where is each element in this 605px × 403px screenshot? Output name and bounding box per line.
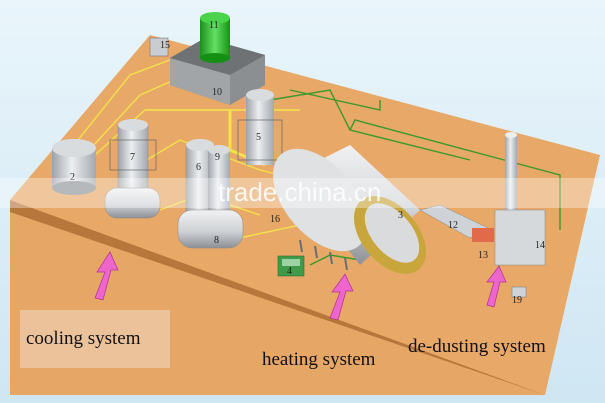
control-box-4: 4 [277, 255, 305, 277]
cooling-label-box [20, 310, 170, 368]
watermark-text: trade.china.cn [218, 177, 381, 207]
svg-text:4: 4 [287, 266, 292, 277]
svg-text:16: 16 [270, 214, 280, 225]
svg-text:14: 14 [535, 240, 545, 251]
svg-text:3: 3 [398, 210, 403, 221]
horizontal-tank-left [104, 187, 161, 219]
cyclone-13: 13 [472, 228, 494, 261]
unit-19: 19 [511, 286, 527, 306]
floor-edge [10, 200, 545, 395]
svg-text:2: 2 [70, 172, 75, 183]
oil-tank-8: 8 [177, 209, 244, 249]
cooling-system-label: cooling system [26, 328, 141, 349]
de-dusting-system-label: de-dusting system [408, 336, 546, 357]
svg-text:9: 9 [215, 152, 220, 163]
floor-front-face [10, 212, 545, 395]
reactor-3: 3 16 [270, 145, 427, 274]
svg-text:19: 19 [512, 295, 522, 306]
svg-text:10: 10 [212, 87, 222, 98]
svg-text:11: 11 [209, 20, 219, 31]
up-right-arrow-icon [329, 273, 354, 321]
dust-tower-14: 14 [494, 132, 546, 266]
column-9: 9 [208, 145, 230, 210]
svg-text:8: 8 [214, 235, 219, 246]
up-right-arrow-icon [486, 265, 507, 308]
svg-text:7: 7 [130, 152, 135, 163]
separator-5: 5 [237, 89, 283, 165]
heating-system-label: heating system [262, 349, 376, 370]
unit-15: 15 [149, 37, 170, 57]
svg-text:12: 12 [448, 220, 458, 231]
green-tank-11: 11 [200, 12, 230, 63]
svg-text:15: 15 [160, 40, 170, 51]
cooling-tank-2: 2 [52, 139, 96, 195]
svg-text:6: 6 [196, 162, 201, 173]
svg-text:5: 5 [256, 132, 261, 143]
up-right-arrow-icon [94, 251, 119, 301]
watermark-band [0, 178, 605, 208]
svg-text:13: 13 [478, 250, 488, 261]
pipe-network [69, 44, 561, 276]
